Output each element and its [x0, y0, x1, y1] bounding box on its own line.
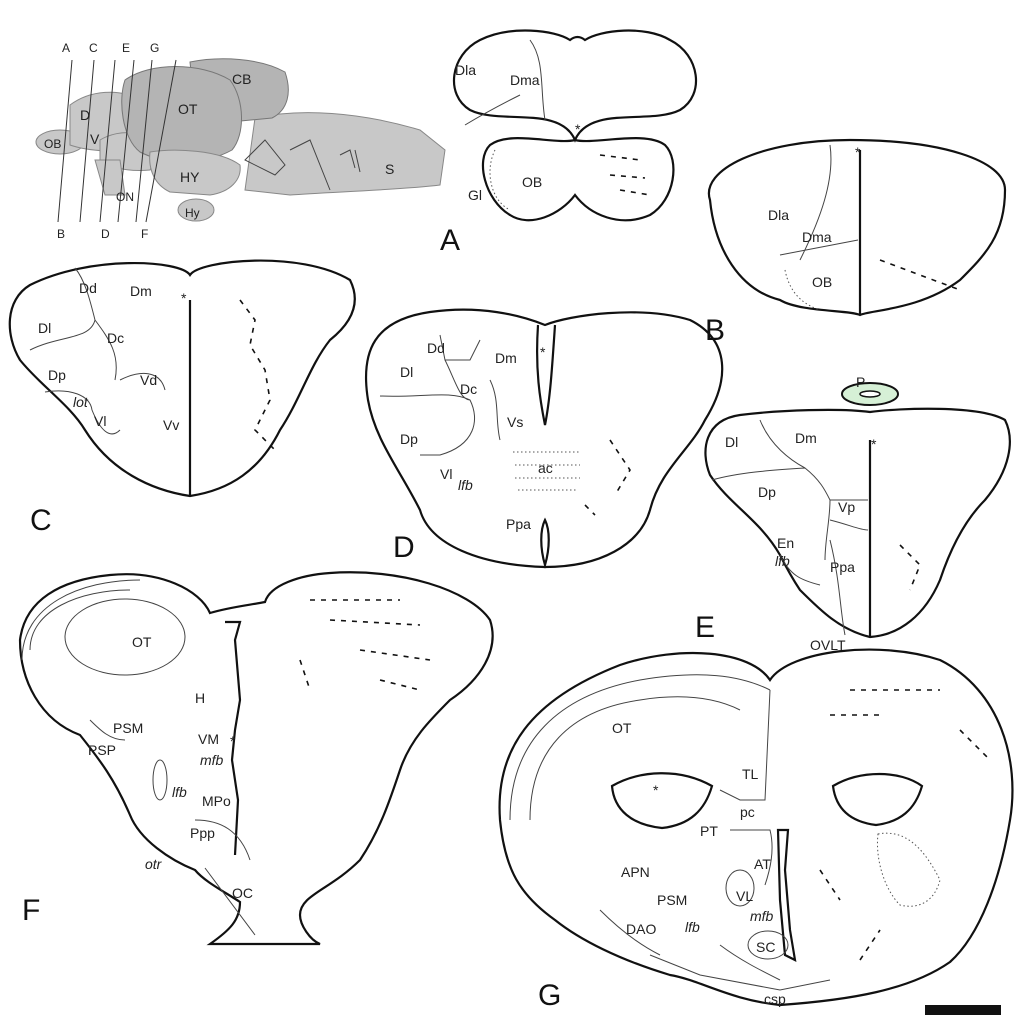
F-asterisk: * [230, 733, 236, 749]
panel-letter-A: A [440, 224, 460, 257]
panel-E-section [705, 383, 1009, 637]
label-Hy: Hy [185, 206, 200, 220]
section-label-D: D [101, 227, 110, 241]
panel-G-section [500, 650, 1013, 1015]
section-label-F: F [141, 227, 148, 241]
C-label-Vl: Vl [94, 413, 106, 429]
E-label-Dm: Dm [795, 430, 817, 446]
G-label-APN: APN [621, 864, 650, 880]
G-label-lfb: lfb [685, 919, 700, 935]
section-label-A: A [62, 41, 70, 55]
A-label-OB: OB [522, 174, 542, 190]
F-label-OT: OT [132, 634, 152, 650]
C-asterisk: * [181, 290, 187, 306]
panel-letter-G: G [538, 979, 561, 1012]
panel-letter-F: F [22, 894, 40, 927]
D-label-Dc: Dc [460, 381, 477, 397]
D-label-ac: ac [538, 460, 553, 476]
label-HY: HY [180, 169, 200, 185]
label-S: S [385, 161, 394, 177]
G-label-DAO: DAO [626, 921, 656, 937]
D-label-Dp: Dp [400, 431, 418, 447]
B-asterisk: * [855, 144, 861, 160]
E-label-Dl: Dl [725, 434, 738, 450]
F-label-otr: otr [145, 856, 163, 872]
section-label-B: B [57, 227, 65, 241]
F-label-VM: VM [198, 731, 219, 747]
B-label-Dla: Dla [768, 207, 789, 223]
label-ON: ON [116, 190, 134, 204]
C-label-lot: lot [73, 394, 89, 410]
F-label-mfb: mfb [200, 752, 224, 768]
G-label-VL: VL [736, 888, 753, 904]
C-label-Dm: Dm [130, 283, 152, 299]
F-label-OC: OC [232, 885, 253, 901]
E-label-Dp: Dp [758, 484, 776, 500]
G-label-mfb: mfb [750, 908, 774, 924]
C-label-Dl: Dl [38, 320, 51, 336]
G-label-SC: SC [756, 939, 775, 955]
A-label-Gl: Gl [468, 187, 482, 203]
D-label-Dm: Dm [495, 350, 517, 366]
section-label-G: G [150, 41, 159, 55]
label-V: V [90, 131, 100, 147]
F-label-lfb: lfb [172, 784, 187, 800]
G-asterisk: * [653, 782, 659, 798]
D-label-Dl: Dl [400, 364, 413, 380]
C-label-Vd: Vd [140, 372, 157, 388]
G-label-csp: csp [764, 991, 786, 1007]
panel-letter-C: C [30, 504, 52, 537]
panel-B-section [709, 140, 1005, 315]
C-label-Vv: Vv [163, 417, 179, 433]
label-D: D [80, 107, 90, 123]
E-label-En: En [777, 535, 794, 551]
A-label-Dla: Dla [455, 62, 476, 78]
E-label-Ppa: Ppa [830, 559, 855, 575]
F-label-PSM: PSM [113, 720, 143, 736]
panel-F-section [20, 572, 493, 944]
section-label-C: C [89, 41, 98, 55]
D-label-Dd: Dd [427, 340, 445, 356]
C-label-Dc: Dc [107, 330, 124, 346]
D-label-lfb: lfb [458, 477, 473, 493]
label-OB: OB [44, 137, 61, 151]
D-asterisk: * [540, 344, 546, 360]
B-label-Dma: Dma [802, 229, 832, 245]
D-label-Vl: Vl [440, 466, 452, 482]
C-label-Dd: Dd [79, 280, 97, 296]
B-label-OB: OB [812, 274, 832, 290]
E-label-lfb: lfb [775, 553, 790, 569]
G-label-PSM: PSM [657, 892, 687, 908]
F-label-Ppp: Ppp [190, 825, 215, 841]
section-label-E: E [122, 41, 130, 55]
G-label-OT: OT [612, 720, 632, 736]
F-label-PSP: PSP [88, 742, 116, 758]
D-label-Ppa: Ppa [506, 516, 531, 532]
E-asterisk: * [871, 436, 877, 452]
G-label-PT: PT [700, 823, 718, 839]
G-label-AT: AT [754, 856, 771, 872]
label-OT: OT [178, 101, 198, 117]
F-label-MPo: MPo [202, 793, 231, 809]
G-label-pc: pc [740, 804, 755, 820]
E-label-P: P [856, 374, 865, 390]
A-asterisk: * [575, 121, 581, 137]
panel-letter-E: E [695, 611, 715, 644]
C-label-Dp: Dp [48, 367, 66, 383]
D-label-Vs: Vs [507, 414, 523, 430]
E-label-Vp: Vp [838, 499, 855, 515]
G-label-TL: TL [742, 766, 759, 782]
A-label-Dma: Dma [510, 72, 540, 88]
label-CB: CB [232, 71, 251, 87]
F-label-H: H [195, 690, 205, 706]
panel-letter-D: D [393, 531, 415, 564]
